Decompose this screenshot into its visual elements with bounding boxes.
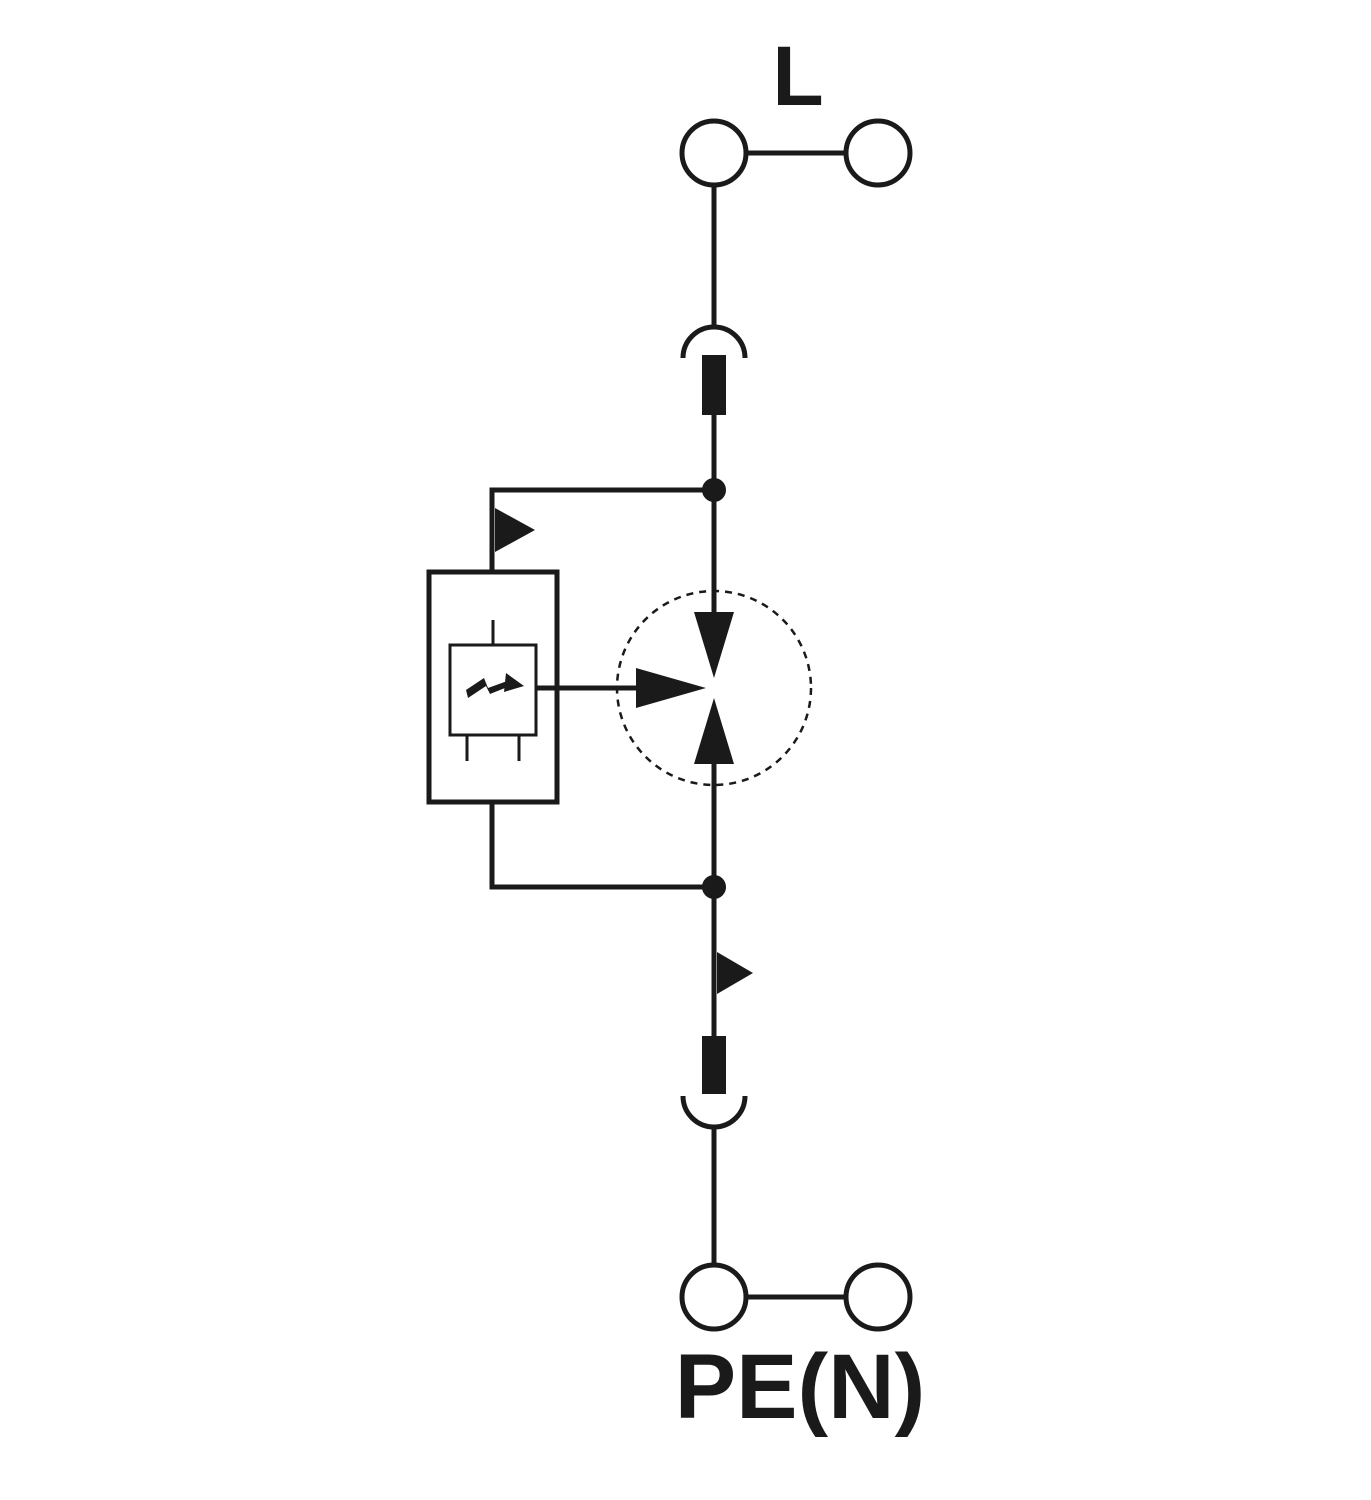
- trigger-arrow: [536, 668, 706, 708]
- electrode-lower: [694, 698, 734, 764]
- lightning-icon: [466, 673, 524, 698]
- terminal-pe-bridge: [843, 1262, 913, 1332]
- bottom-terminal-pair: [679, 1262, 913, 1332]
- lower-section: [711, 887, 753, 1036]
- top-plug-connector: [680, 324, 748, 490]
- terminal-label-pe-n: PE(N): [675, 1336, 925, 1438]
- lower-branch: [489, 802, 714, 890]
- upper-branch: [489, 487, 714, 572]
- bottom-plug-connector: [680, 1036, 748, 1130]
- terminal-label-l: L: [772, 29, 823, 123]
- top-terminal-pair: [679, 118, 913, 188]
- spark-gap: [615, 490, 813, 887]
- terminal-l-main: [679, 118, 749, 188]
- flag-arrow-lower: [717, 952, 753, 994]
- terminal-pe-main: [679, 1262, 749, 1332]
- flag-arrow-upper: [495, 508, 535, 552]
- electrode-upper: [694, 612, 734, 678]
- terminal-l-bridge: [843, 118, 913, 188]
